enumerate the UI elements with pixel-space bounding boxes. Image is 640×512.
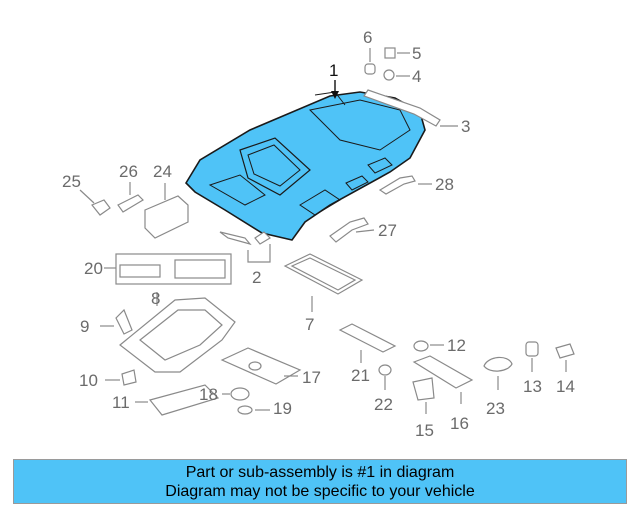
callout-6: 6 <box>363 28 372 47</box>
callout-27: 27 <box>378 221 397 240</box>
callout-23: 23 <box>486 399 505 418</box>
part-10[interactable] <box>105 369 137 386</box>
part-11[interactable] <box>135 384 220 416</box>
banner-line-1: Part or sub-assembly is #1 in diagram <box>185 464 455 481</box>
part-8[interactable] <box>119 292 236 373</box>
callout-1: 1 <box>329 61 338 80</box>
part-12[interactable] <box>413 340 444 352</box>
part-5[interactable] <box>384 47 410 59</box>
part-20[interactable] <box>104 253 232 285</box>
callout-13: 13 <box>523 377 542 396</box>
part-19[interactable] <box>237 405 270 415</box>
part-27[interactable] <box>329 217 375 243</box>
part-14[interactable] <box>555 343 575 372</box>
part-22[interactable] <box>378 364 392 390</box>
callout-19: 19 <box>273 399 292 418</box>
callout-16: 16 <box>450 414 469 433</box>
part-26[interactable] <box>117 182 144 213</box>
parts-diagram: 1 3 6 5 4 28 27 26 25 <box>62 28 575 440</box>
callout-3: 3 <box>461 117 470 136</box>
callout-11: 11 <box>112 393 130 412</box>
callout-14: 14 <box>556 377 575 396</box>
callout-5: 5 <box>412 44 421 63</box>
callout-18: 18 <box>199 385 218 404</box>
callout-22: 22 <box>374 395 393 414</box>
callout-24: 24 <box>153 162 172 181</box>
callout-21: 21 <box>351 366 370 385</box>
callout-17: 17 <box>302 368 321 387</box>
headliner-part-1[interactable] <box>184 91 426 241</box>
callout-26: 26 <box>119 162 138 181</box>
info-banner: Part or sub-assembly is #1 in diagram Di… <box>13 459 627 504</box>
part-16[interactable] <box>412 355 474 404</box>
part-9[interactable] <box>100 308 133 335</box>
part-3[interactable] <box>363 89 458 127</box>
part-7[interactable] <box>283 253 364 312</box>
callout-15: 15 <box>415 421 434 440</box>
callout-4: 4 <box>412 67 421 86</box>
callout-8: 8 <box>151 289 160 308</box>
part-4[interactable] <box>383 69 410 81</box>
part-6[interactable] <box>364 48 376 75</box>
callout-12: 12 <box>447 336 466 355</box>
part-15[interactable] <box>412 377 435 414</box>
callout-25: 25 <box>62 172 81 191</box>
callout-10: 10 <box>79 371 98 390</box>
part-18[interactable] <box>222 387 250 401</box>
banner-line-2: Diagram may not be specific to your vehi… <box>165 483 475 500</box>
part-21[interactable] <box>338 323 397 363</box>
part-23[interactable] <box>483 356 513 390</box>
part-17[interactable] <box>220 347 302 385</box>
callout-9: 9 <box>80 317 89 336</box>
part-13[interactable] <box>525 341 539 372</box>
part-25[interactable] <box>79 189 111 216</box>
callout-7: 7 <box>305 315 314 334</box>
callout-20: 20 <box>84 259 103 278</box>
part-2[interactable] <box>219 231 271 263</box>
part-24[interactable] <box>144 183 189 239</box>
part-28[interactable] <box>378 175 432 195</box>
callout-2: 2 <box>252 268 261 287</box>
callout-28: 28 <box>435 175 454 194</box>
